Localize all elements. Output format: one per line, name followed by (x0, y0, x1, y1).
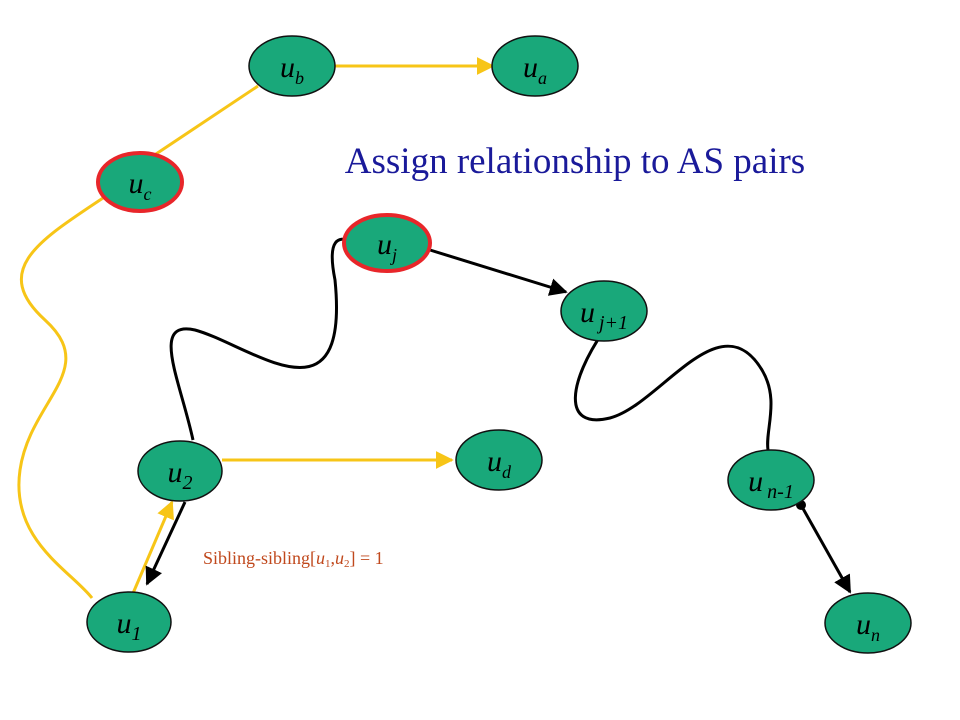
svg-text:un: un (856, 608, 880, 645)
svg-text:ud: ud (487, 445, 512, 482)
edge-un1-un (799, 504, 852, 594)
svg-text:u1: u1 (117, 607, 142, 645)
node-ua[interactable]: ua (491, 35, 579, 97)
edge-u1-u2 (129, 500, 174, 599)
node-uc[interactable]: uc (96, 151, 184, 213)
sibling-annotation: Sibling-sibling[u1,u2] = 1 (203, 548, 384, 570)
black-edges (145, 237, 852, 594)
svg-text:uc: uc (129, 167, 152, 204)
svg-text:ua: ua (523, 51, 547, 88)
yellow-edges (17, 57, 495, 599)
edge-u2-u1 (145, 501, 187, 586)
edge-uc-ub (149, 84, 259, 160)
svg-text:uj+1: uj+1 (580, 296, 628, 334)
node-ud[interactable]: ud (455, 429, 543, 491)
edge-uc-u1-curve (17, 196, 104, 599)
svg-text:ub: ub (280, 51, 304, 88)
node-u2[interactable]: u2 (137, 440, 223, 502)
node-ub[interactable]: ub (248, 35, 336, 97)
svg-text:uj: uj (377, 228, 397, 265)
node-uj[interactable]: uj (342, 213, 432, 273)
node-u1[interactable]: u1 (86, 591, 172, 653)
edge-uj1-un1-curve (573, 331, 773, 451)
slide-title: Assign relationship to AS pairs (345, 141, 805, 182)
edge-uj-uj1 (429, 248, 568, 296)
edge-u2-uj-curve (169, 237, 351, 441)
node-un[interactable]: un (824, 592, 912, 654)
svg-text:un-1: un-1 (748, 465, 794, 503)
svg-text:u2: u2 (168, 456, 193, 494)
